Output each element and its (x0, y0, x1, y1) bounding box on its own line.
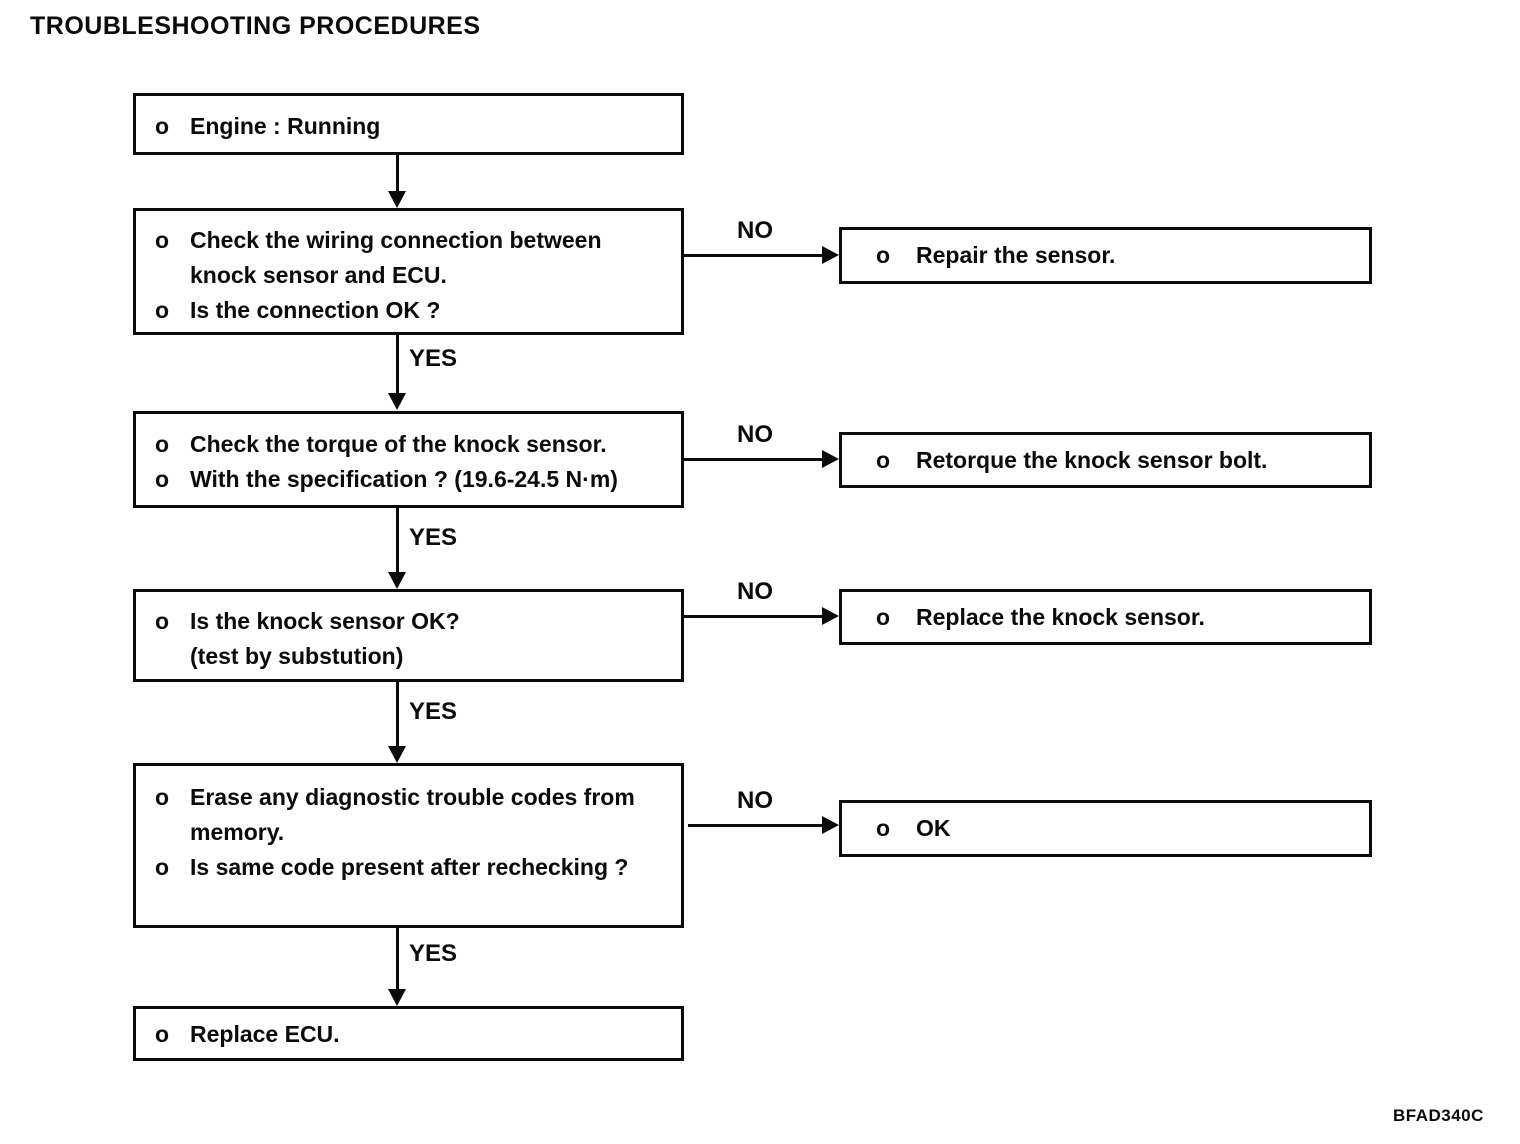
arrow-right-icon (822, 246, 839, 264)
connector-label-yes-4: YES (409, 940, 458, 967)
step-text: Is the connection OK ? (190, 297, 441, 323)
bullet-marker: o (155, 227, 170, 253)
bullet-marker: o (876, 242, 891, 268)
action-box-ok: o OK (839, 800, 1372, 857)
step-box-erase-codes: o Erase any diagnostic trouble codes fro… (133, 763, 684, 928)
step-line: o Is the connection OK ? (155, 293, 675, 328)
step-box-replace-ecu: o Replace ECU. (133, 1006, 684, 1061)
bullet-marker: o (155, 113, 170, 139)
action-box-retorque-bolt: o Retorque the knock sensor bolt. (839, 432, 1372, 488)
step-line: o With the specification ? (19.6-24.5 N·… (155, 462, 675, 497)
step-line: memory. (155, 815, 675, 850)
flow-line-no-1 (684, 254, 823, 257)
flow-line-yes-2 (396, 508, 399, 572)
step-text: memory. (190, 819, 285, 845)
action-line: o Retorque the knock sensor bolt. (876, 443, 1267, 478)
step-text: Erase any diagnostic trouble codes from (190, 784, 635, 810)
step-text: (test by substution) (190, 643, 404, 669)
step-box-check-wiring: o Check the wiring connection between kn… (133, 208, 684, 335)
step-text: knock sensor and ECU. (190, 262, 447, 288)
connector-label-no-2: NO (737, 421, 773, 448)
step-line: o Erase any diagnostic trouble codes fro… (155, 780, 675, 815)
step-text: Replace ECU. (190, 1021, 340, 1047)
step-line: o Replace ECU. (155, 1017, 675, 1052)
bullet-marker: o (876, 446, 891, 473)
bullet-marker (155, 639, 190, 674)
step-text: Check the wiring connection between (190, 227, 602, 253)
arrow-down-icon (388, 746, 406, 763)
step-line: o Engine : Running (155, 109, 675, 144)
flow-line-no-4 (688, 824, 823, 827)
arrow-right-icon (822, 816, 839, 834)
action-text: Retorque the knock sensor bolt. (916, 446, 1268, 473)
arrow-down-icon (388, 191, 406, 208)
step-text: Engine : Running (190, 113, 381, 139)
flow-line-no-2 (684, 458, 823, 461)
bullet-marker: o (155, 608, 170, 634)
connector-label-yes-1: YES (409, 345, 458, 372)
step-line: o Is the knock sensor OK? (155, 604, 675, 639)
arrow-down-icon (388, 393, 406, 410)
action-line: o Replace the knock sensor. (876, 600, 1205, 635)
step-line: o Check the wiring connection between (155, 223, 675, 258)
connector-label-no-1: NO (737, 217, 773, 244)
bullet-marker: o (876, 603, 891, 630)
arrow-right-icon (822, 450, 839, 468)
step-text: Check the torque of the knock sensor. (190, 431, 607, 457)
bullet-marker (155, 815, 190, 850)
connector-label-yes-3: YES (409, 698, 458, 725)
action-box-replace-knock-sensor: o Replace the knock sensor. (839, 589, 1372, 645)
arrow-down-icon (388, 989, 406, 1006)
flow-line-yes-4 (396, 928, 399, 989)
bullet-marker: o (155, 1021, 170, 1047)
bullet-marker: o (155, 784, 170, 810)
figure-code: BFAD340C (1393, 1106, 1484, 1125)
step-box-check-torque: o Check the torque of the knock sensor. … (133, 411, 684, 508)
step-line: o Is same code present after rechecking … (155, 850, 675, 885)
page-title: TROUBLESHOOTING PROCEDURES (30, 12, 481, 40)
action-line: o OK (876, 811, 951, 846)
step-box-engine-running: o Engine : Running (133, 93, 684, 155)
action-line: o Repair the sensor. (876, 238, 1115, 273)
step-box-knock-sensor-ok: o Is the knock sensor OK? (test by subst… (133, 589, 684, 682)
step-text: With the specification ? (19.6-24.5 N·m) (190, 466, 618, 492)
bullet-marker: o (155, 854, 170, 880)
bullet-marker (155, 258, 190, 293)
action-text: Replace the knock sensor. (916, 603, 1205, 630)
action-box-repair-sensor: o Repair the sensor. (839, 227, 1372, 284)
step-line: knock sensor and ECU. (155, 258, 675, 293)
arrow-right-icon (822, 607, 839, 625)
bullet-marker: o (155, 297, 170, 323)
arrow-down-icon (388, 572, 406, 589)
bullet-marker: o (876, 815, 891, 841)
action-text: Repair the sensor. (916, 242, 1116, 268)
step-text: Is same code present after rechecking ? (190, 854, 629, 880)
flow-line-no-3 (684, 615, 823, 618)
bullet-marker: o (155, 466, 170, 492)
connector-label-no-4: NO (737, 787, 773, 814)
step-line: o Check the torque of the knock sensor. (155, 427, 675, 462)
step-line: (test by substution) (155, 639, 675, 674)
action-text: OK (916, 815, 951, 841)
connector-label-yes-2: YES (409, 524, 458, 551)
bullet-marker: o (155, 431, 170, 457)
flow-line-yes-1 (396, 335, 399, 393)
step-text: Is the knock sensor OK? (190, 608, 460, 634)
flow-line-down-1 (396, 155, 399, 192)
flow-line-yes-3 (396, 682, 399, 746)
connector-label-no-3: NO (737, 578, 773, 605)
